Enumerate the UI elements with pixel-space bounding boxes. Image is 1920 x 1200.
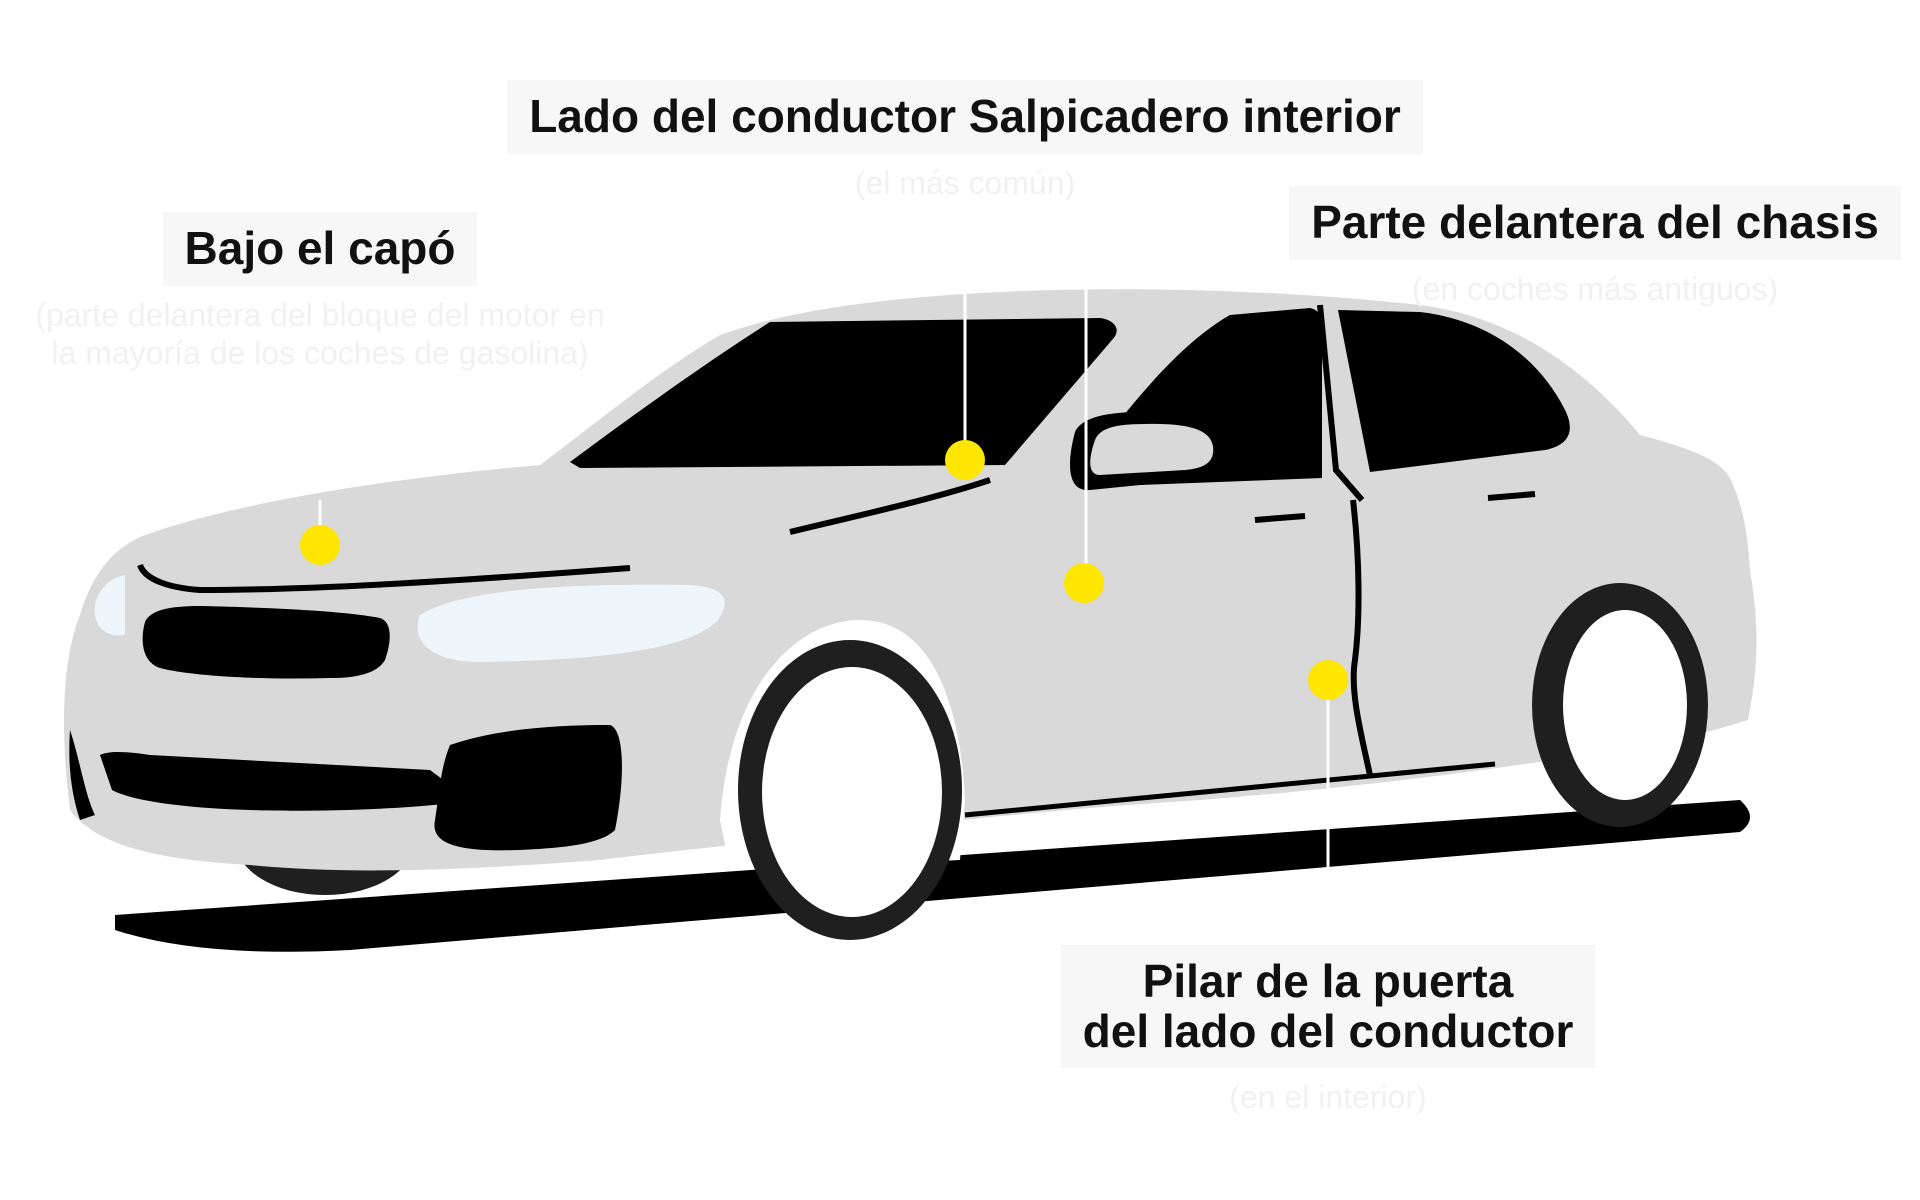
rear-side-window [1338, 310, 1570, 472]
door-line-rear [1350, 499, 1373, 776]
callout-dashboard: Lado del conductor Salpicadero interior … [490, 80, 1440, 202]
callout-dashboard-label: Lado del conductor Salpicadero interior [507, 80, 1423, 154]
headlight [417, 584, 725, 662]
hood-line [137, 563, 631, 594]
marker-frame [1064, 563, 1104, 603]
windshield [570, 318, 1117, 468]
marker-hood [300, 525, 340, 565]
rear-door-handle [1487, 491, 1536, 501]
far-headlight [94, 575, 125, 636]
door-line-b-pillar [1317, 304, 1365, 502]
shoulder-line [789, 477, 991, 535]
grille [142, 606, 390, 679]
callout-hood-note: (parte delantera del bloque del motor en… [35, 296, 605, 372]
bumper-corner [69, 730, 95, 820]
fog-light-intake [434, 725, 622, 851]
sill-line [964, 761, 1496, 818]
front-wheel-rim [762, 667, 942, 917]
callout-door-pillar: Pilar de la puerta del lado del conducto… [1028, 945, 1628, 1117]
callout-dashboard-note: (el más común) [854, 164, 1076, 201]
side-mirror-face [1090, 423, 1214, 475]
callout-door-pillar-note: (en el interior) [1229, 1079, 1427, 1116]
callout-frame: Parte delantera del chasis (en coches má… [1270, 186, 1920, 308]
marker-door-pillar [1308, 660, 1348, 700]
callout-frame-label: Parte delantera del chasis [1289, 186, 1901, 260]
rear-wheel-rim [1563, 610, 1687, 800]
lower-intake [100, 751, 470, 811]
callout-hood: Bajo el capó (parte delantera del bloque… [0, 212, 640, 372]
front-door-handle [1254, 513, 1306, 523]
marker-dashboard [945, 440, 985, 480]
callout-door-pillar-label: Pilar de la puerta del lado del conducto… [1060, 945, 1596, 1069]
callout-frame-note: (en coches más antiguos) [1411, 270, 1779, 307]
callout-hood-label: Bajo el capó [162, 212, 478, 286]
